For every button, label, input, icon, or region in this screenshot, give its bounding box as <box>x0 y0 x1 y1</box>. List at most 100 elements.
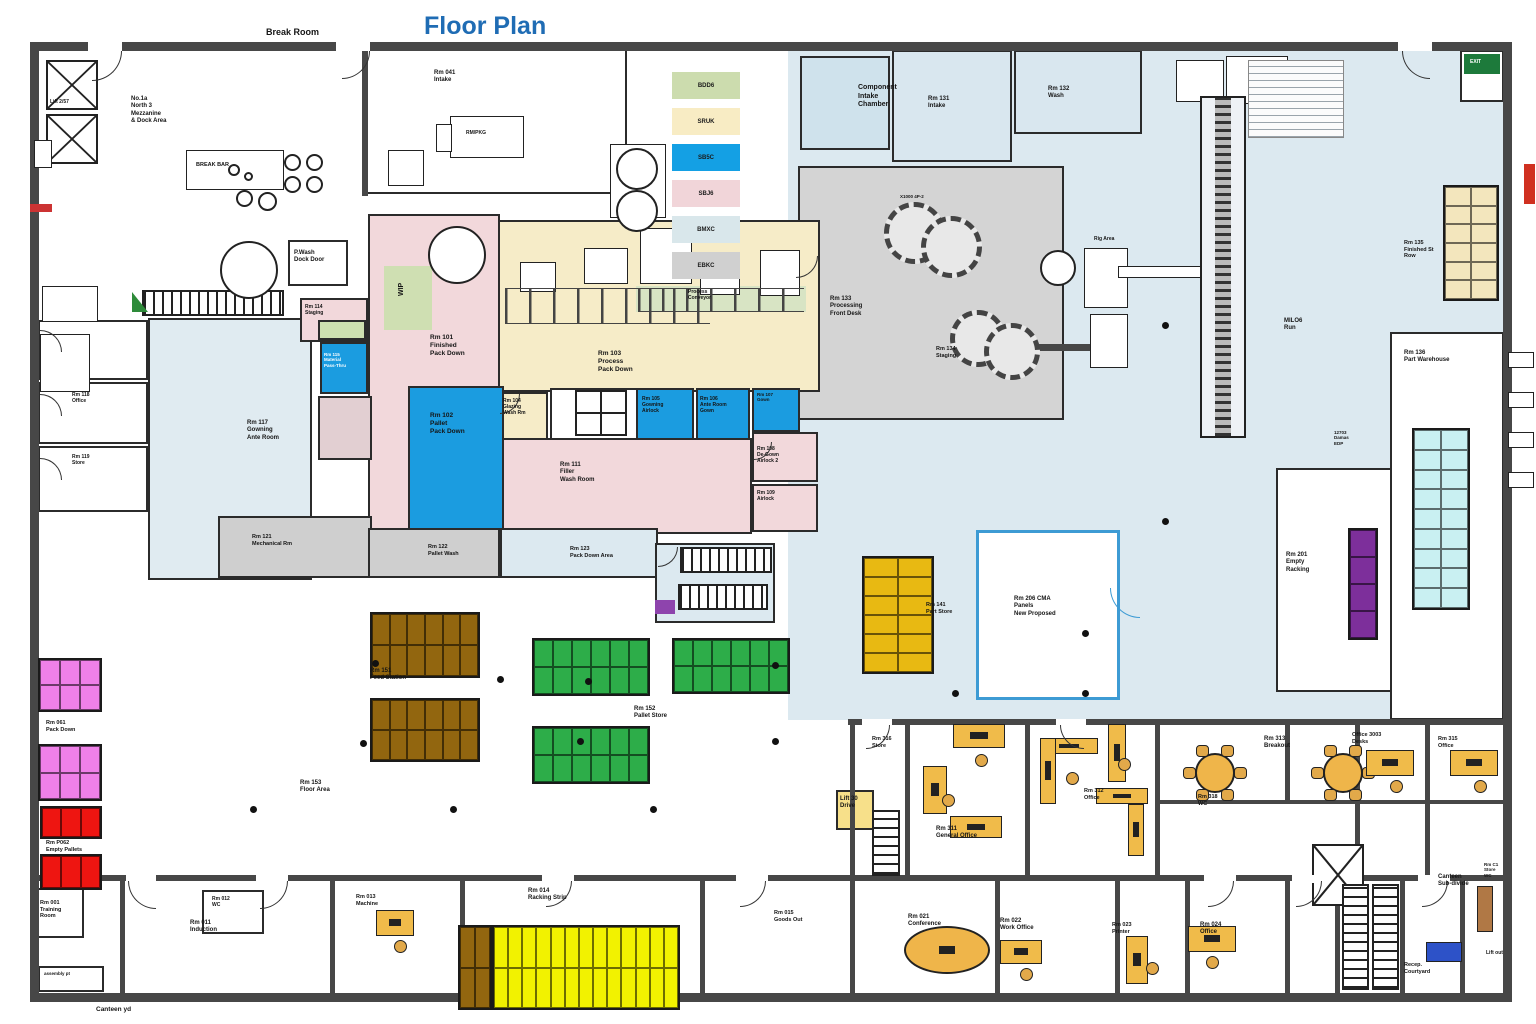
machine-arm <box>1118 266 1204 278</box>
pallet-cell <box>607 927 622 968</box>
pallet-cell <box>1471 224 1497 243</box>
conveyor-band <box>638 288 804 312</box>
stool <box>284 154 301 171</box>
pallet-cell <box>564 927 579 968</box>
stairs-icon <box>678 584 768 610</box>
chair <box>975 754 988 767</box>
pallet-cell <box>1350 530 1376 557</box>
legend-swatch-5: EBKC <box>672 252 740 279</box>
desk <box>950 816 1002 838</box>
vertical-process-line <box>1200 96 1246 438</box>
table-slot <box>938 946 956 954</box>
room-label: 12703 Damas EDP <box>1334 430 1349 446</box>
pallet-cell <box>572 640 591 667</box>
room-label: Rm 131 Intake <box>928 96 950 110</box>
room-label: Rm 061 Pack Down <box>46 720 76 733</box>
room-label: Rm 152 Pallet Store <box>634 706 668 720</box>
pallet-cell <box>663 927 678 968</box>
room-label: Rm 102 Pallet Pack Down <box>430 412 465 435</box>
wall <box>1155 800 1505 804</box>
machine-block <box>584 248 628 284</box>
pallet-cell <box>534 728 553 755</box>
assembly-box <box>38 966 104 992</box>
pallet-cell <box>40 685 60 710</box>
room-label: Rm 014 Racking Strip <box>528 888 567 902</box>
pallet-cell <box>508 967 523 1008</box>
pallet-cell <box>1350 557 1376 584</box>
room-label: Rm 119 Store <box>72 454 90 467</box>
wall <box>995 881 1000 994</box>
pallet-cell <box>621 927 636 968</box>
chair <box>1221 744 1235 758</box>
green-pallet-grid-2 <box>672 638 790 694</box>
desk <box>1128 804 1144 856</box>
wall <box>850 881 855 994</box>
gray-corridor <box>368 528 500 578</box>
column-dot <box>772 662 779 669</box>
exit-sign <box>1464 54 1500 74</box>
pallet-cell <box>1441 430 1468 450</box>
mech-room-gray <box>218 516 372 578</box>
room-label: Rm 041 Intake <box>434 70 456 84</box>
room-label: Recep. Courtyard <box>1404 962 1431 975</box>
pallet-cell <box>460 927 475 968</box>
room-label: Rm 105 Gowning Airlock <box>642 396 664 415</box>
legend-label-3: SBJ6 <box>698 190 714 197</box>
chair <box>1349 788 1363 802</box>
legend-label-0: BDD6 <box>697 82 715 89</box>
pallet-cell <box>750 666 769 692</box>
pallet-cell <box>389 645 408 676</box>
legend-swatch-3: SBJ6 <box>672 180 740 207</box>
proposed-room-blue-outline <box>976 530 1120 700</box>
magenta-pallet-grid-1 <box>38 658 102 712</box>
pallet-cell <box>407 730 425 760</box>
room-label: Component Intake Chamber <box>858 84 897 109</box>
blue-sofa <box>1426 942 1462 962</box>
purple-chip <box>655 600 675 614</box>
room-label: Rm 123 Pack Down Area <box>570 546 613 559</box>
chair <box>1118 758 1131 771</box>
room-label: Process Conveyor <box>688 289 712 302</box>
pallet-cell <box>1445 205 1471 225</box>
pallet-cell <box>424 645 443 676</box>
room-label: Rm 201 Empty Racking <box>1286 552 1310 573</box>
pallet-cell <box>578 967 594 1008</box>
pallet-cell <box>442 614 461 645</box>
cream-pallet-grid <box>1443 185 1499 301</box>
wash-room <box>1014 50 1142 134</box>
brown-pallet-grid-2 <box>370 698 480 762</box>
pallet-cell <box>663 967 678 1008</box>
mauve-room <box>318 396 372 460</box>
wall <box>905 725 910 876</box>
room-label: Rm 311 General Office <box>936 826 978 840</box>
wall-box <box>1508 392 1534 408</box>
wc-box <box>202 890 264 934</box>
pallet-cell <box>494 967 509 1008</box>
chair <box>394 940 407 953</box>
pallet-cell <box>610 728 629 755</box>
pallet-cell <box>1445 280 1471 299</box>
desk-slot <box>931 782 939 797</box>
tank-circle <box>616 148 658 190</box>
chair <box>1221 788 1235 802</box>
pallet-cell <box>629 640 648 667</box>
pallet-cell <box>629 755 648 782</box>
chair <box>1323 788 1337 802</box>
room-label: Rm 313 Breakout <box>1264 736 1291 750</box>
pallet-cell <box>80 660 100 685</box>
pallet-cell <box>389 730 408 760</box>
room-label: Rig Area <box>1094 236 1115 242</box>
pallet-cell <box>1445 242 1471 262</box>
column-detail-circle <box>428 226 486 284</box>
stool <box>236 190 253 207</box>
room-label: P.Wash Dock Door <box>294 250 325 264</box>
chair <box>1195 744 1209 758</box>
pallet-cell <box>621 967 636 1008</box>
room-label: Rm 134 Staging <box>936 346 957 359</box>
room-label: Canteen Sub-divide <box>1438 874 1469 888</box>
desk-slot <box>1133 952 1141 967</box>
desk-slot <box>967 823 985 830</box>
pink-lower-room <box>500 438 752 534</box>
room-label: Rm 022 Work Office <box>1000 918 1034 932</box>
desk <box>1450 750 1498 776</box>
